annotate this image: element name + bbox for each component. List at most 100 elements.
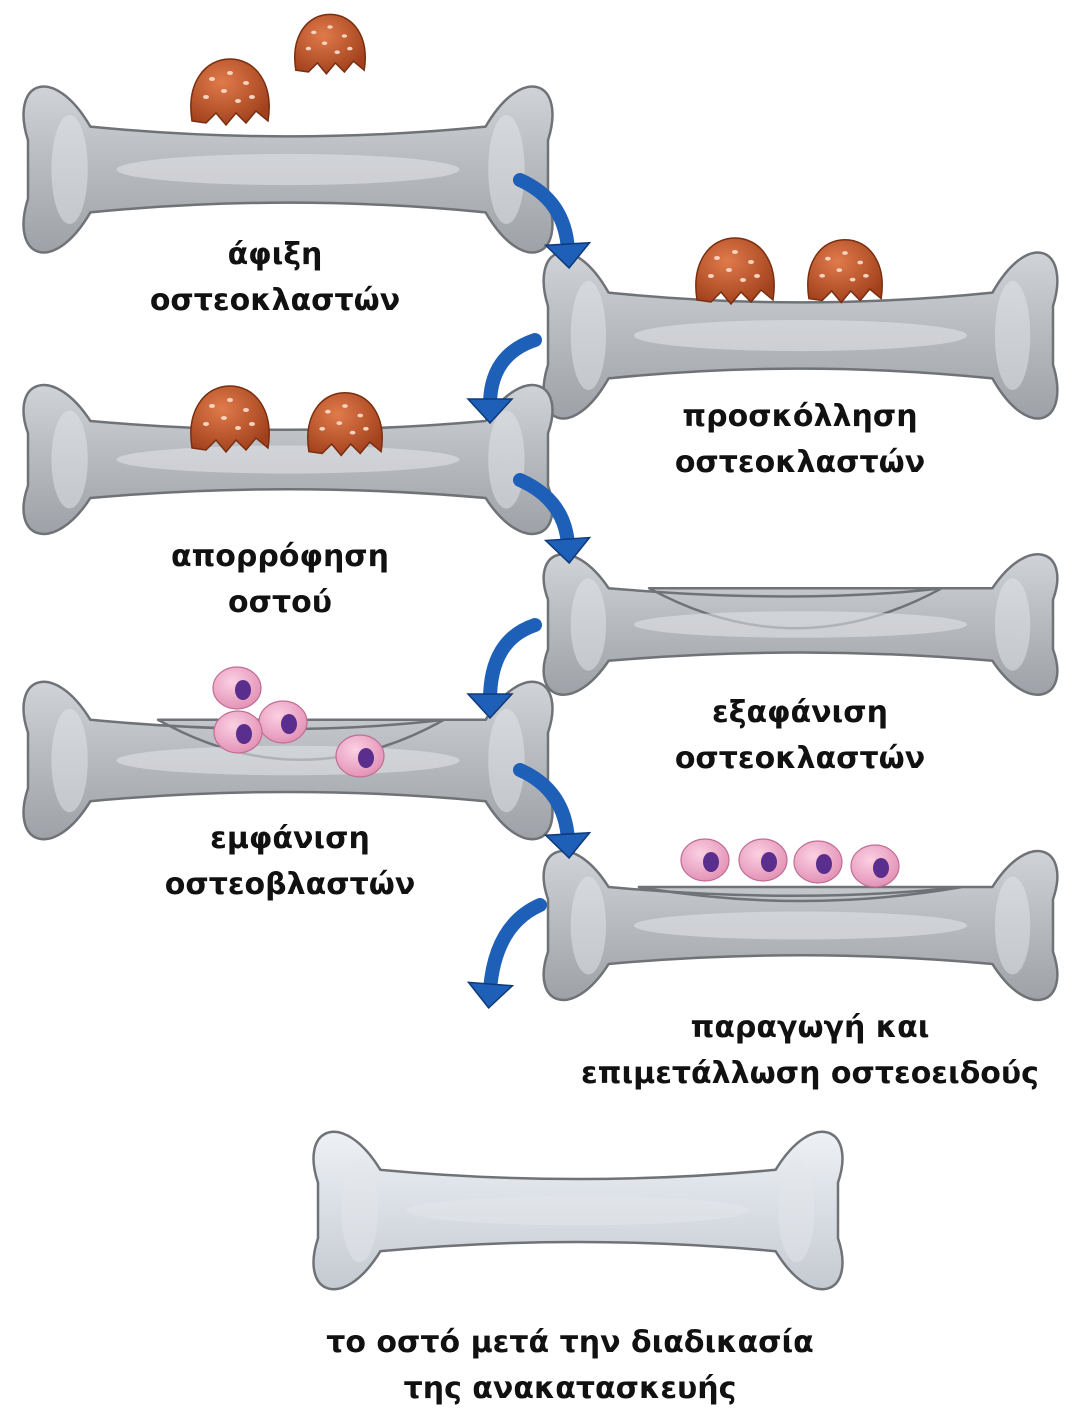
bone-highlight bbox=[51, 115, 87, 224]
bone-highlight bbox=[116, 154, 459, 185]
bone-highlight bbox=[341, 1159, 377, 1263]
osteoclast-granule bbox=[708, 274, 714, 278]
osteoclast-granule bbox=[336, 421, 342, 425]
osteoblast-nucleus bbox=[358, 748, 374, 768]
caption-line-1: το οστό μετά την διαδικασία bbox=[270, 1320, 870, 1366]
osteoblast-nucleus bbox=[703, 852, 719, 872]
osteoclast-granule bbox=[842, 251, 848, 255]
bone-stage-4 bbox=[544, 554, 1058, 694]
osteoclast-granule bbox=[732, 250, 738, 254]
osteoclast-granule bbox=[740, 278, 746, 282]
osteoclast-granule bbox=[311, 31, 316, 35]
caption-line-2: οστεοκλαστών bbox=[140, 278, 410, 324]
osteoblast-nucleus bbox=[761, 852, 777, 872]
caption-line-1: εμφάνιση bbox=[150, 816, 430, 862]
bone-highlight bbox=[571, 578, 606, 670]
osteoclast-granule bbox=[235, 99, 241, 103]
bone-highlight bbox=[778, 1159, 814, 1263]
osteoclast-granule bbox=[325, 410, 331, 414]
osteoclast-granule bbox=[357, 414, 363, 418]
caption-line-2: της ανακατασκευής bbox=[270, 1366, 870, 1412]
osteoclast-granule bbox=[249, 422, 255, 426]
osteoclast-body bbox=[295, 14, 365, 73]
osteoclast-granule bbox=[203, 422, 209, 426]
bone-highlight bbox=[634, 320, 967, 351]
bone-highlight bbox=[634, 611, 967, 637]
osteoclast-granule bbox=[227, 398, 233, 402]
osteoclast-granule bbox=[863, 274, 869, 278]
caption-bone-resorption: απορρόφηση οστού bbox=[150, 534, 410, 626]
bone-highlight bbox=[116, 446, 459, 474]
osteoclast-granule bbox=[825, 257, 831, 261]
caption-line-2: οστεοβλαστών bbox=[150, 862, 430, 908]
osteoclast-granule bbox=[350, 431, 356, 435]
osteoclast-granule bbox=[243, 81, 249, 85]
bone-highlight bbox=[51, 709, 87, 813]
caption-line-2: οστεοκλαστών bbox=[655, 736, 945, 782]
osteoclast-granule bbox=[714, 256, 720, 260]
bone-highlight bbox=[571, 877, 606, 975]
osteoclast-granule bbox=[243, 408, 249, 412]
osteoclast-granule bbox=[319, 427, 325, 431]
caption-remodeled-bone: το οστό μετά την διαδικασία της ανακατασ… bbox=[270, 1320, 870, 1412]
caption-line-1: παραγωγή και bbox=[550, 1005, 1070, 1051]
caption-osteoclast-attachment: προσκόλληση οστεοκλαστών bbox=[655, 394, 945, 486]
osteoblast bbox=[739, 839, 787, 881]
osteoblast-nucleus bbox=[281, 714, 297, 734]
osteoblast bbox=[213, 667, 261, 709]
osteoclast bbox=[696, 238, 774, 304]
bone-highlight bbox=[488, 115, 524, 224]
caption-line-2: επιμετάλλωση οστεοειδούς bbox=[550, 1051, 1070, 1097]
osteoclast-body bbox=[808, 240, 882, 303]
caption-osteoblast-appearance: εμφάνιση οστεοβλαστών bbox=[150, 816, 430, 908]
osteoclast-granule bbox=[221, 89, 227, 93]
caption-line-1: προσκόλληση bbox=[655, 394, 945, 440]
caption-line-2: οστού bbox=[150, 580, 410, 626]
osteoblast-nucleus bbox=[236, 724, 252, 744]
osteoblast bbox=[336, 735, 384, 777]
osteoclast bbox=[191, 59, 269, 125]
osteoclast-granule bbox=[249, 95, 255, 99]
osteoclast-granule bbox=[327, 25, 332, 29]
osteoclast bbox=[295, 14, 365, 73]
osteoblast bbox=[214, 711, 262, 753]
bone-stage-3 bbox=[24, 385, 553, 534]
osteoclast bbox=[808, 240, 882, 303]
caption-osteoid-production: παραγωγή και επιμετάλλωση οστεοειδούς bbox=[550, 1005, 1070, 1097]
bone-highlight bbox=[406, 1196, 749, 1226]
osteoclast-granule bbox=[363, 427, 369, 431]
caption-line-2: οστεοκλαστών bbox=[655, 440, 945, 486]
osteoclast-body bbox=[191, 59, 269, 125]
bone-highlight bbox=[995, 281, 1030, 390]
osteoblast bbox=[681, 839, 729, 881]
bone-highlight bbox=[634, 912, 967, 940]
osteoclast-body bbox=[696, 238, 774, 304]
bone-highlight bbox=[51, 411, 87, 509]
flow-arrow-head bbox=[469, 982, 513, 1008]
osteoclast-granule bbox=[209, 404, 215, 408]
bone-highlight bbox=[488, 709, 524, 813]
osteoclast-granule bbox=[235, 426, 241, 430]
osteoclast-granule bbox=[322, 41, 327, 45]
osteoclast-granule bbox=[209, 77, 215, 81]
osteoblast-nucleus bbox=[816, 854, 832, 874]
osteoclast-granule bbox=[227, 71, 233, 75]
osteoclast-granule bbox=[347, 47, 352, 51]
osteoclast-granule bbox=[857, 261, 863, 265]
bone-highlight bbox=[116, 746, 459, 776]
osteoclast-granule bbox=[306, 47, 311, 51]
osteoclast-granule bbox=[748, 260, 754, 264]
osteoclast-granule bbox=[819, 274, 825, 278]
osteoclast-granule bbox=[342, 404, 348, 408]
osteoclast-granule bbox=[335, 50, 340, 54]
caption-osteoclast-arrival: άφιξη οστεοκλαστών bbox=[140, 232, 410, 324]
caption-line-1: άφιξη bbox=[140, 232, 410, 278]
bone-highlight bbox=[488, 411, 524, 509]
caption-line-1: απορρόφηση bbox=[150, 534, 410, 580]
osteoblast-nucleus bbox=[873, 858, 889, 878]
caption-line-1: εξαφάνιση bbox=[655, 690, 945, 736]
osteoclast-granule bbox=[203, 95, 209, 99]
osteoblast bbox=[794, 841, 842, 883]
bone-highlight bbox=[571, 281, 606, 390]
flow-arrow bbox=[469, 905, 540, 1008]
